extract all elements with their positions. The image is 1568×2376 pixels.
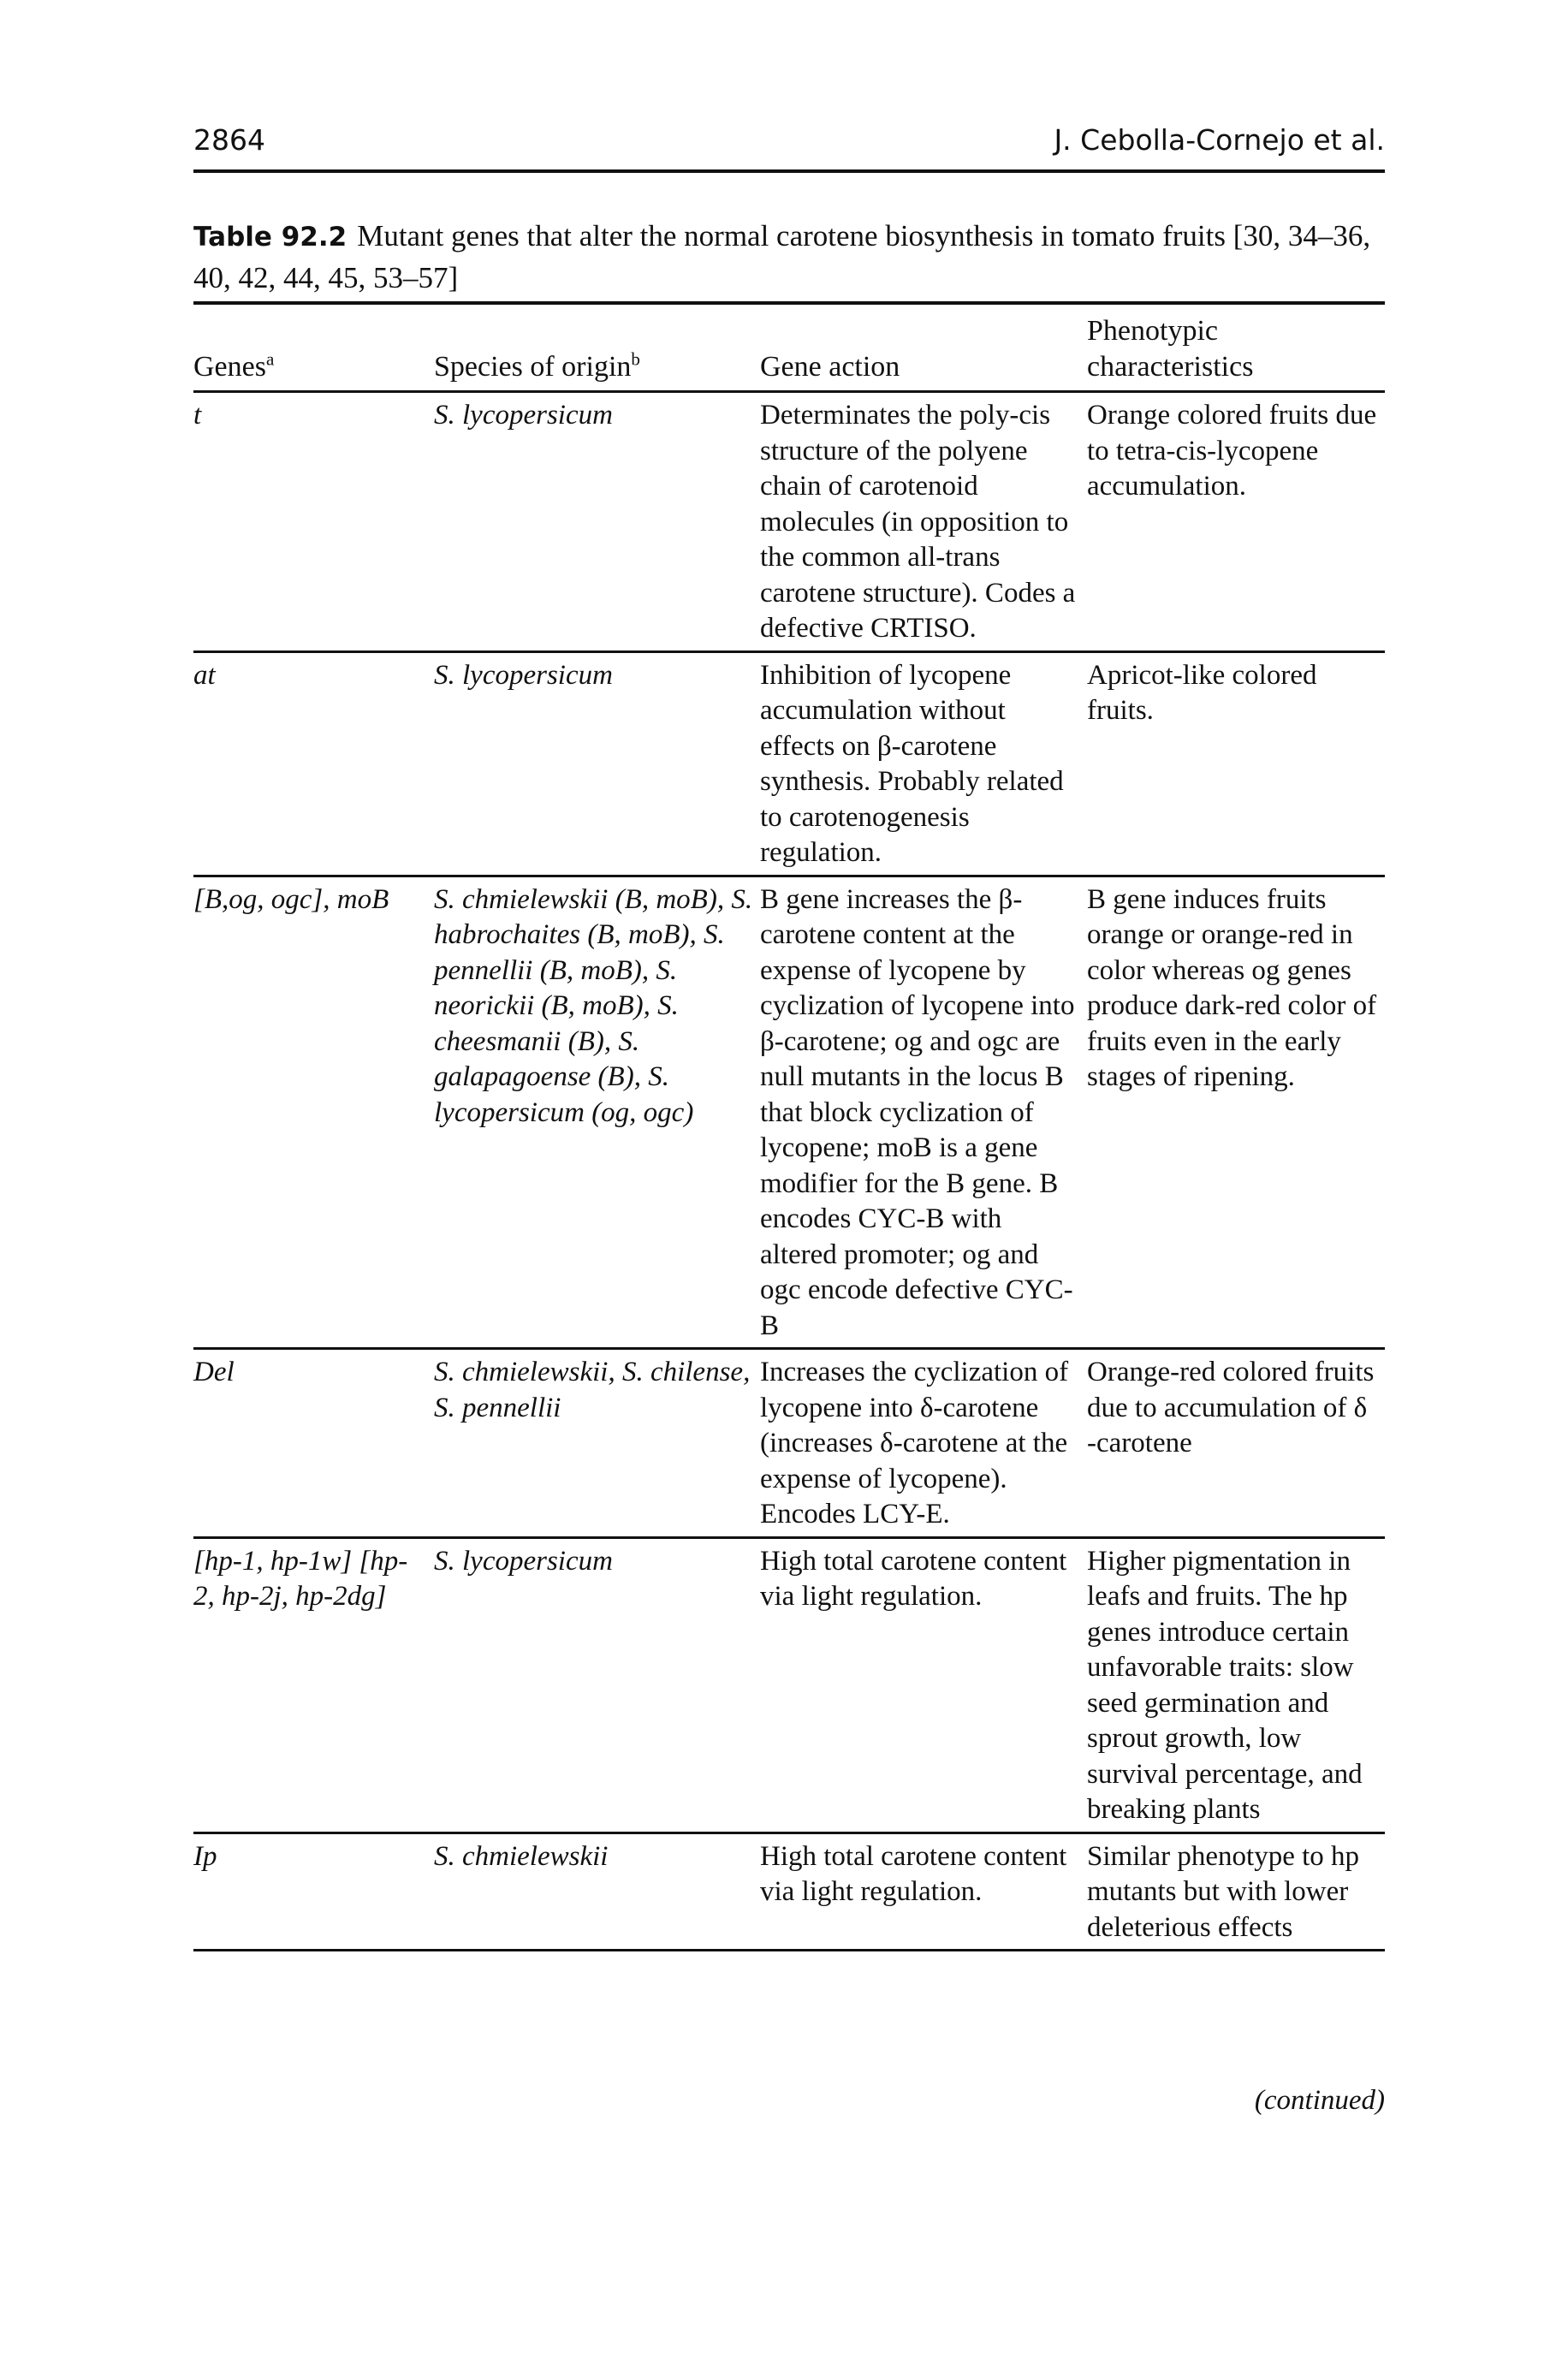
table-label: Table 92.2 — [193, 222, 347, 252]
gene-cell: [B,og, ogc], moB — [193, 883, 389, 915]
table-row: t S. lycopersicum Determinates the poly-… — [193, 392, 1385, 651]
species-cell: S. lycopersicum — [434, 1545, 613, 1577]
gene-cell: at — [193, 659, 216, 691]
table-header-row: Genesa Species of originb Gene action Ph… — [193, 303, 1385, 392]
species-cell: S. chmielewskii — [434, 1840, 609, 1872]
action-cell: Increases the cyclization of lycopene in… — [760, 1357, 1069, 1530]
species-cell: S. lycopersicum — [434, 400, 613, 431]
gene-cell: Del — [193, 1357, 235, 1387]
table-caption-text: Mutant genes that alter the normal carot… — [193, 219, 1371, 294]
table-row: Ip S. chmielewskii High total carotene c… — [193, 1832, 1385, 1951]
species-cell: S. chmielewskii (B, moB), S. habrochaite… — [434, 883, 753, 1128]
action-cell: Determinates the poly-cis structure of t… — [760, 400, 1076, 644]
gene-cell: [hp-1, hp-1w] [hp-2, hp-2j, hp-2dg] — [193, 1545, 408, 1613]
mutant-genes-table: Genesa Species of originb Gene action Ph… — [193, 301, 1385, 1951]
running-head: J. Cebolla-Cornejo et al. — [1054, 123, 1385, 157]
page-number: 2864 — [193, 123, 265, 157]
phenotype-cell: Similar phenotype to hp mutants but with… — [1087, 1840, 1360, 1943]
table-row: Del S. chmielewskii, S. chilense, S. pen… — [193, 1349, 1385, 1537]
species-cell: S. chmielewskii, S. chilense, S. pennell… — [434, 1357, 751, 1423]
action-cell: B gene increases the β-carotene content … — [760, 883, 1075, 1341]
continued-note: (continued) — [1254, 2085, 1385, 2116]
gene-cell: t — [193, 400, 202, 431]
species-cell: S. lycopersicum — [434, 659, 613, 691]
header-genes: Genesa — [193, 348, 275, 383]
header-gene-action: Gene action — [760, 351, 900, 383]
phenotype-cell: Higher pigmentation in leafs and fruits.… — [1087, 1545, 1363, 1826]
header-species: Species of originb — [434, 348, 640, 383]
action-cell: High total carotene content via light re… — [760, 1840, 1067, 1908]
table-row: [hp-1, hp-1w] [hp-2, hp-2j, hp-2dg] S. l… — [193, 1537, 1385, 1832]
action-cell: Inhibition of lycopene accumulation with… — [760, 659, 1064, 869]
header-phenotype: Phenotypic characteristics — [1087, 315, 1254, 383]
table-container: Genesa Species of originb Gene action Ph… — [193, 301, 1385, 1951]
phenotype-cell: Apricot-like colored fruits. — [1087, 659, 1317, 727]
table-row: at S. lycopersicum Inhibition of lycopen… — [193, 651, 1385, 876]
gene-cell: Ip — [193, 1840, 217, 1872]
table-row: [B,og, ogc], moB S. chmielewskii (B, moB… — [193, 876, 1385, 1349]
page-header: 2864 J. Cebolla-Cornejo et al. — [193, 118, 1385, 173]
phenotype-cell: Orange-red colored fruits due to accumul… — [1087, 1357, 1375, 1458]
action-cell: High total carotene content via light re… — [760, 1545, 1067, 1613]
phenotype-cell: B gene induces fruits orange or orange-r… — [1087, 883, 1377, 1093]
phenotype-cell: Orange colored fruits due to tetra-cis-l… — [1087, 400, 1377, 502]
